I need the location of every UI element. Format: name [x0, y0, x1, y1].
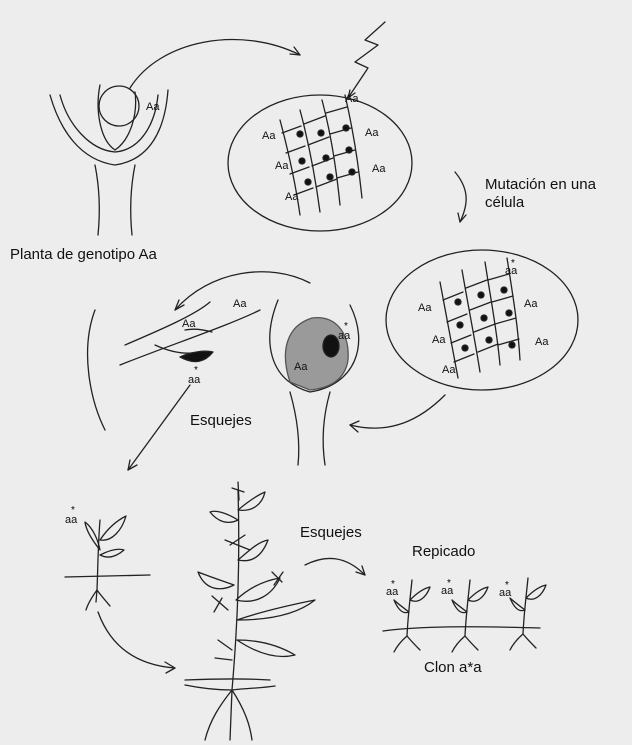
genotype-label: Aa [146, 101, 160, 113]
mutant-mark: * [505, 580, 509, 591]
branch-drawing [86, 301, 261, 431]
genotype-label: Aa [365, 127, 379, 139]
genotype-label: Aa [275, 160, 289, 172]
lightning-bolt-icon [347, 21, 386, 99]
genotype-label: Aa [372, 163, 386, 175]
caption-cuttings-1: Esquejes [190, 412, 252, 429]
mutant-genotype-label: aa [441, 585, 454, 597]
mutant-mark: * [194, 365, 198, 376]
caption-cuttings-2: Esquejes [300, 524, 362, 541]
caption-mutation: Mutación en una célula [485, 176, 596, 211]
rooted-cutting-drawing [64, 515, 151, 611]
genotype-label: Aa [233, 298, 247, 310]
arrow-to-branch [174, 271, 311, 311]
mutant-mark: * [391, 579, 395, 590]
genotype-label: Aa [418, 302, 432, 314]
mutant-genotype-label: aa [499, 587, 512, 599]
tissue-oval-2 [385, 249, 579, 391]
arrow-to-cutting [127, 384, 191, 471]
caption-plant-genotype: Planta de genotipo Aa [10, 246, 157, 263]
mutant-mark: * [344, 321, 348, 332]
arrow-to-clones [304, 557, 366, 576]
mutant-genotype-label: aa [338, 330, 351, 342]
mutant-genotype-label: aa [188, 374, 201, 386]
mutant-mark: * [71, 505, 75, 516]
genotype-label: Aa [285, 191, 299, 203]
caption-transplant: Repicado [412, 543, 476, 560]
genotype-label: Aa [262, 130, 276, 142]
mutant-mark: * [447, 578, 451, 589]
mutant-genotype-label: aa [65, 514, 78, 526]
mutant-mark: * [511, 258, 515, 269]
genotype-label: Aa [294, 361, 308, 373]
caption-clone: Clon a*a [424, 659, 482, 676]
genotype-label: Aa [182, 318, 196, 330]
genotype-label: Aa [535, 336, 549, 348]
large-plant-drawing [184, 481, 316, 741]
genotype-label: Aa [432, 334, 446, 346]
chimeric-apex-drawing [269, 299, 360, 466]
tissue-oval-1 [227, 94, 413, 232]
clone-seedlings-drawing [382, 577, 547, 653]
mutant-genotype-label: aa [386, 586, 399, 598]
genotype-label: Aa [524, 298, 538, 310]
arrow-back-to-apex [349, 394, 446, 433]
genotype-label: Aa [442, 364, 456, 376]
mutant-genotype-label: aa [505, 265, 518, 277]
arrow-to-plant [97, 611, 176, 674]
arrow-mutation [454, 171, 467, 223]
genotype-label: Aa [345, 93, 359, 105]
plant-apex-drawing [49, 84, 169, 236]
arrow-zoom-apex [129, 38, 301, 89]
